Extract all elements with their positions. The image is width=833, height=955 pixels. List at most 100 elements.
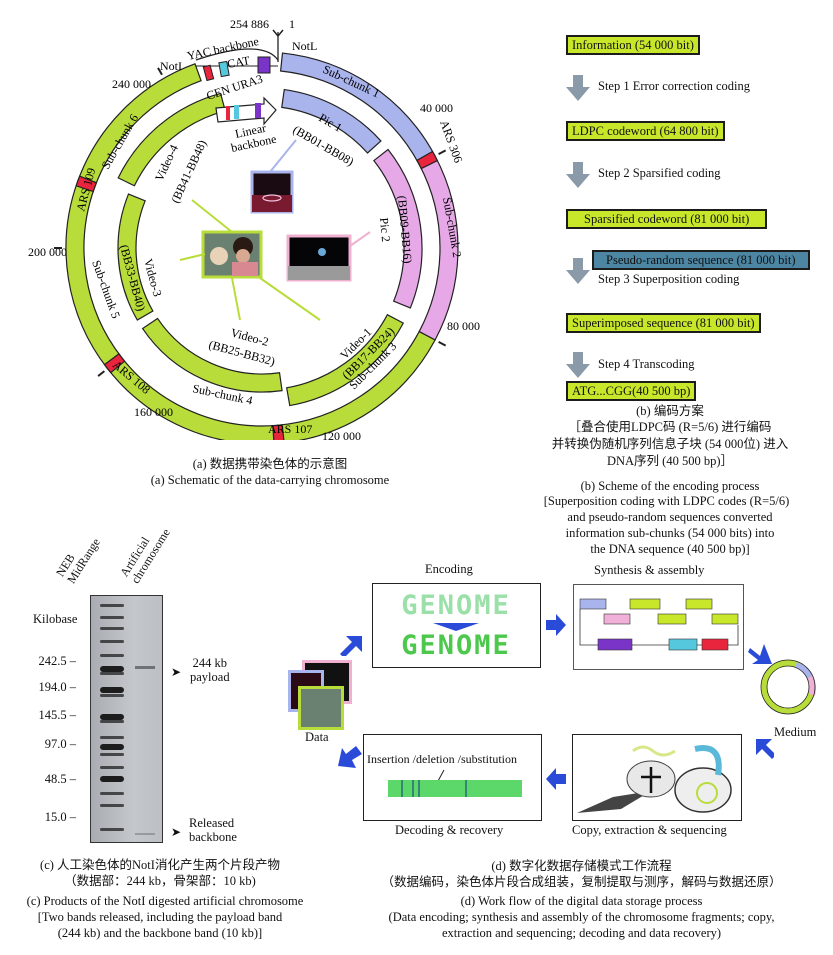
panel-c-caption-en-1: (c) Products of the NotI digested artifi… [26, 894, 304, 908]
ars-marker [416, 150, 439, 170]
flow-arrow-synthesis-to-medium-icon [748, 644, 772, 664]
flow-arrow-medium-to-copy-icon [756, 739, 774, 759]
image-to-payload-arrows [179, 139, 371, 321]
pic2-thumbnail [286, 234, 352, 282]
copy-box [572, 734, 742, 821]
pos-80000: 80 000 [447, 319, 480, 333]
encoding-box: GENOME GENOME [372, 583, 541, 668]
pic1-arc [281, 88, 382, 154]
step-arrow-icon [566, 162, 590, 188]
ars-306-label: ARS 306 [437, 118, 465, 164]
step-3-label: Step 3 Superposition coding [598, 272, 740, 286]
panel-c-caption-cn-1: (c) 人工染色体的NotI消化产生两个片段产物 [40, 858, 280, 872]
size-marker-label: 97.0 – [44, 737, 76, 751]
tick-40000 [438, 149, 447, 155]
error-types-label: Insertion /deletion /substitution [367, 752, 517, 766]
pos-254886: 254 886 [230, 17, 269, 31]
flow-arrow-data-to-encoding-icon [340, 636, 362, 656]
box-pseudo-random: Pseudo-random sequence (81 000 bit) [592, 250, 810, 270]
decoding-box: Insertion /deletion /substitution [363, 734, 542, 821]
panel-b-caption-en-1: (b) Scheme of the encoding process [580, 479, 760, 493]
ladder-band [100, 640, 124, 643]
payload-band [135, 666, 155, 669]
backbone-band [135, 833, 155, 835]
lane-label-artificial: Artificial chromosome [117, 526, 173, 586]
lane-label-neb: NEB MidRange [53, 535, 103, 586]
box-ldpc-codeword: LDPC codeword (64 800 bit) [566, 121, 725, 141]
chromosome-map: 254 886 1 YAC backbone CAT NotL NotI CEN… [28, 17, 480, 440]
box-dna-sequence: ATG...CGG(40 500 bp) [566, 381, 697, 401]
ladder-band [100, 694, 124, 697]
size-marker-label: 15.0 – [44, 810, 76, 824]
backbone-arrow-icon: ➤ [171, 825, 182, 839]
encoding-label: Encoding [425, 562, 473, 576]
step-arrow-icon [566, 352, 590, 378]
panel-d-caption-cn-1: (d) 数字化数据存储模式工作流程 [491, 859, 672, 873]
box-superimposed: Superimposed sequence (81 000 bit) [566, 313, 761, 333]
ladder-band [100, 736, 124, 739]
encoding-down-arrow-icon [433, 623, 479, 631]
panel-d-caption-en-3: extraction and sequencing; decoding and … [441, 926, 722, 940]
genome-clean-text: GENOME [401, 630, 511, 661]
panel-d-caption-en-2: (Data encoding; synthesis and assembly o… [388, 910, 775, 924]
medium-label: Medium [774, 725, 817, 739]
pic1-thumbnail [250, 170, 294, 214]
video2-arc [141, 317, 283, 393]
notl-left-label: NotI [160, 59, 182, 73]
sequence-bar [388, 769, 522, 797]
panel-c-caption-en-3: (244 kb) and the backbone band (10 kb)] [57, 926, 263, 940]
linear-backbone-label-1: Linear [234, 121, 268, 141]
synthesis-box [573, 584, 744, 670]
size-marker-label: 48.5 – [44, 772, 76, 786]
cat-label: CAT [226, 53, 251, 71]
synthesis-label: Synthesis & assembly [594, 563, 705, 577]
size-marker-label: 242.5 – [38, 654, 77, 668]
panel-b-caption-en-4: information sub-chunks (54 000 bits) int… [565, 526, 775, 540]
tick-80000 [438, 341, 447, 347]
pos-240000: 240 000 [112, 77, 151, 91]
panel-c-caption-cn-2: （数据部：244 kb，骨架部：10 kb) [64, 874, 256, 888]
pos-1: 1 [289, 17, 295, 31]
genome-noisy-text: GENOME [401, 590, 511, 621]
panel-b-caption-cn-2: ［叠合使用LDPC码 (R=5/6) 进行编码 [568, 420, 772, 434]
pos-120000: 120 000 [322, 429, 361, 440]
medium-plasmid-icon [760, 659, 816, 715]
video-thumbnail [201, 230, 263, 279]
tick-240000 [157, 67, 163, 76]
payload-annotation: 244 kb payload [190, 656, 230, 684]
ars-marker [75, 175, 98, 193]
panel-b-caption-en-3: and pseudo-random sequences converted [567, 510, 773, 524]
panel-a-caption-en: (a) Schematic of the data-carrying chrom… [150, 473, 390, 487]
size-marker-label: 194.0 – [38, 680, 77, 694]
notl-right-label: NotL [292, 39, 317, 53]
size-marker-label: 145.5 – [38, 708, 77, 722]
panel-b-caption-en-5: the DNA sequence (40 500 bp)] [590, 542, 750, 556]
gel-image [90, 595, 163, 843]
video1-arc [285, 313, 405, 407]
pic2-blocks: (BB09-BB16) [395, 195, 415, 264]
backbone-red-marker [202, 64, 215, 82]
step-arrow-icon [566, 75, 590, 101]
cen-ura3-label: CEN URA3 [205, 72, 265, 103]
ars-marker [272, 424, 285, 440]
ladder-band [100, 766, 124, 769]
ladder-band [100, 753, 124, 756]
data-label: Data [305, 730, 329, 744]
panel-b-caption-cn-4: DNA序列 (40 500 bp)］ [606, 454, 734, 468]
ars-107-label: ARS 107 [268, 422, 312, 436]
backbone-purple-marker [257, 56, 271, 74]
assembly-diagram [579, 598, 739, 651]
pos-200000: 200 000 [28, 245, 67, 259]
copy-label: Copy, extraction & sequencing [572, 823, 727, 837]
ladder-band [100, 604, 124, 607]
flow-arrow-decoding-to-data-icon [338, 746, 362, 768]
linear-backbone-icon [215, 96, 277, 126]
subchunk-6-arc [77, 63, 202, 188]
panel-b-caption-cn-1: (b) 编码方案 [636, 404, 704, 418]
ladder-band [100, 744, 124, 750]
ladder-band [100, 654, 124, 657]
decoding-label: Decoding & recovery [395, 823, 504, 837]
box-information: Information (54 000 bit) [566, 35, 700, 55]
video3-arc [117, 193, 154, 321]
ladder-band [100, 776, 124, 782]
